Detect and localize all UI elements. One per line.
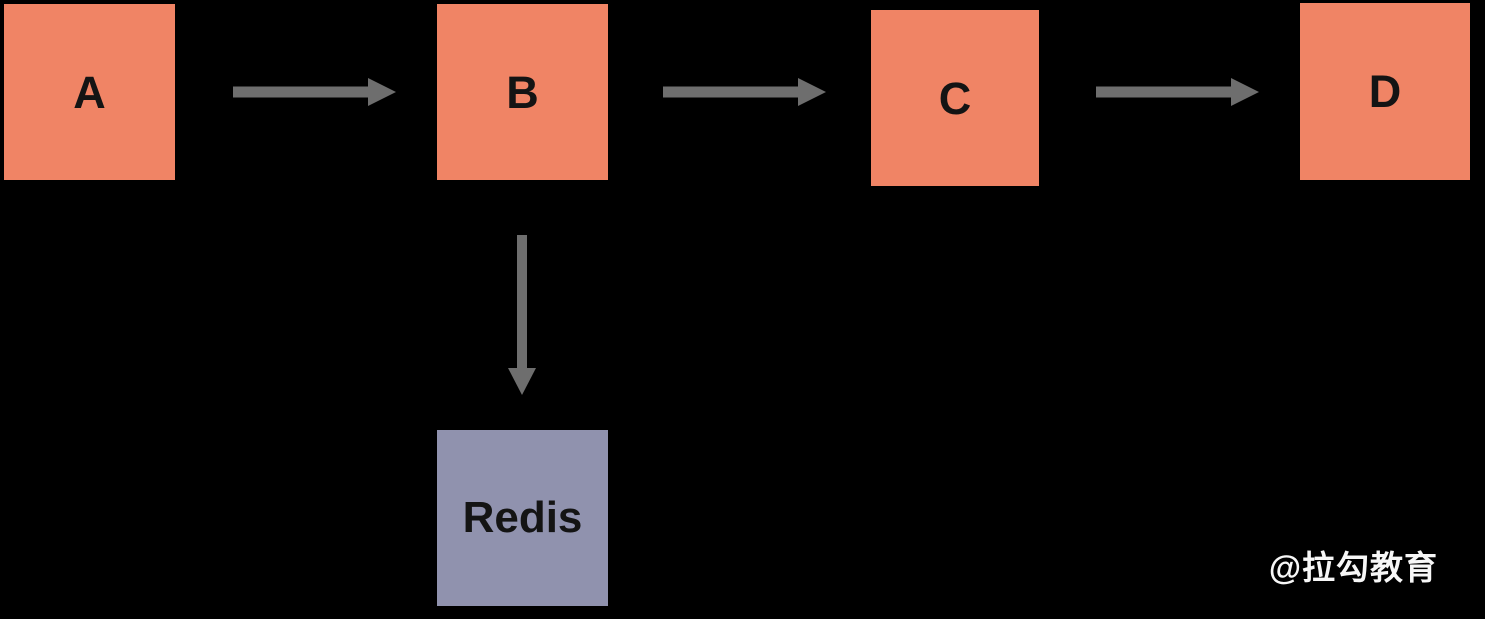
arrow-b-to-redis-icon xyxy=(508,235,536,395)
node-d: D xyxy=(1300,3,1470,180)
node-b: B xyxy=(437,4,608,180)
node-redis-label: Redis xyxy=(462,493,583,542)
node-c-label: C xyxy=(938,72,972,124)
node-d-label: D xyxy=(1368,66,1402,117)
arrow-c-to-d-icon xyxy=(1096,78,1259,106)
node-a-label: A xyxy=(73,66,106,118)
watermark: @拉勾教育 xyxy=(1268,549,1438,586)
node-redis: Redis xyxy=(437,430,608,606)
node-a: A xyxy=(4,4,175,180)
node-b-label: B xyxy=(506,66,539,118)
arrow-b-to-c-icon xyxy=(663,78,826,106)
arrow-a-to-b-icon xyxy=(233,78,396,106)
node-c: C xyxy=(871,10,1039,186)
